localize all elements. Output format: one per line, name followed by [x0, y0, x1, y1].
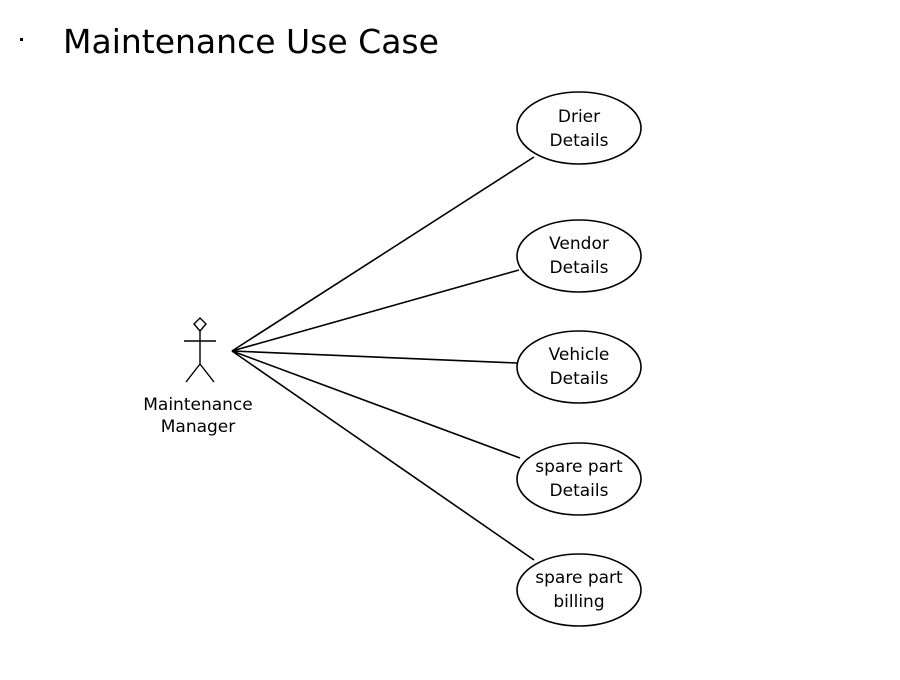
use-case-ellipse: [516, 91, 642, 165]
use-case-label: Details: [550, 258, 609, 278]
diagram-title: Maintenance Use Case: [63, 22, 439, 61]
use-case-vehicle-details[interactable]: Vehicle Details: [516, 330, 642, 404]
actor-label: Manager: [161, 417, 236, 437]
use-case-label: billing: [553, 592, 604, 612]
use-case-label: Drier: [558, 107, 600, 127]
use-case-ellipse: [516, 219, 642, 293]
actor-right-leg: [199, 363, 215, 383]
use-case-label: spare part: [535, 457, 623, 477]
use-case-spare-part-billing[interactable]: spare part billing: [516, 553, 642, 627]
actor-label: Maintenance: [143, 395, 252, 415]
use-case-ellipse: [516, 442, 642, 516]
use-case-label: Details: [550, 369, 609, 389]
use-case-ellipse: [516, 553, 642, 627]
association-line: [231, 350, 521, 459]
association-line: [231, 350, 518, 364]
use-case-vendor-details[interactable]: Vendor Details: [516, 219, 642, 293]
use-case-spare-part-details[interactable]: spare part Details: [516, 442, 642, 516]
use-case-label: spare part: [535, 568, 623, 588]
actor-stick-figure-icon[interactable]: [184, 317, 216, 383]
use-case-drier-details[interactable]: Drier Details: [516, 91, 642, 165]
use-case-label: Vehicle: [549, 345, 610, 365]
use-case-label: Details: [550, 481, 609, 501]
use-case-label: Details: [550, 131, 609, 151]
use-case-ellipse: [516, 330, 642, 404]
association-line: [231, 350, 535, 561]
use-case-label: Vendor: [549, 234, 609, 254]
association-line: [231, 156, 535, 352]
association-line: [231, 269, 520, 352]
association-lines: [231, 156, 535, 561]
actor-head: [193, 317, 207, 333]
actor-left-leg: [185, 363, 201, 383]
bullet-dot: [20, 38, 23, 41]
